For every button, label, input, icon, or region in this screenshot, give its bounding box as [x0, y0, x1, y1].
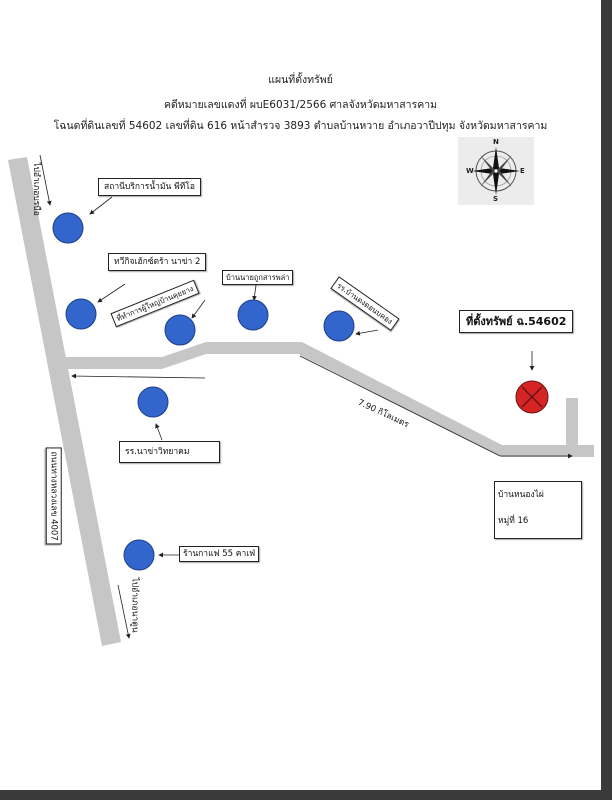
marker-school-naka	[137, 386, 169, 418]
compass-east: E	[520, 167, 525, 175]
callout-school-right	[355, 329, 379, 336]
property-cross-2	[521, 386, 543, 408]
label-village-house: บ้านนายถูกสารพล่า	[222, 270, 294, 285]
compass-west: W	[466, 167, 474, 175]
label-to-bottom: ไปอำเภอนาดูน	[129, 577, 140, 633]
marker-shop	[65, 298, 97, 330]
arrow-to-bottom	[117, 584, 131, 639]
arrow-to-highway	[71, 373, 206, 379]
marker-village-house	[237, 299, 269, 331]
callout-office	[191, 299, 206, 319]
distance-line	[299, 355, 501, 457]
marker-office	[164, 314, 196, 346]
label-cafe: ร้านกาแฟ 55 คาเฟ่	[179, 546, 260, 563]
case-number-line: คดีหมายเลขแดงที่ ผบE6031/2566 ศาลจังหวัด…	[163, 99, 438, 111]
label-highway: ถนนทางหลวงเลข 4007	[45, 447, 62, 545]
deed-info-line: โฉนดที่ดินเลขที่ 54602 เลขที่ดิน 616 หน้…	[53, 120, 548, 132]
marker-school-right	[323, 310, 355, 342]
highway-road	[8, 157, 121, 646]
callout-shop	[97, 283, 126, 303]
label-gas-station: สถานีบริการน้ำมัน พีทีโอ	[98, 178, 201, 197]
moo-number: หมู่ที่ 16	[498, 516, 529, 527]
callout-village-house	[252, 284, 257, 301]
map-drawing	[8, 154, 594, 646]
arrow-to-top	[39, 154, 52, 206]
compass-rose: N S W E	[458, 137, 534, 205]
compass-north: N	[493, 138, 499, 146]
compass-icon	[472, 147, 520, 195]
property-label: ที่ตั้งทรัพย์ ฉ.54602	[459, 310, 574, 334]
branch-road	[62, 342, 594, 457]
callout-school-naka	[155, 423, 163, 441]
map-page: แผนที่ตั้งทรัพย์ คดีหมายเลขแดงที่ ผบE603…	[0, 0, 601, 790]
callout-gas	[89, 196, 113, 215]
label-shop: ทวีกิจเฮ้กซ์ตร้า นาข่า 2	[108, 253, 207, 272]
village-box: บ้านหนองไผ่ หมู่ที่ 16	[494, 481, 582, 539]
compass-south: S	[493, 195, 499, 203]
map-title: แผนที่ตั้งทรัพย์	[268, 74, 333, 86]
marker-gas-station	[52, 212, 84, 244]
label-to-top: ไปอำเภอบรบือ	[30, 162, 41, 216]
label-school-naka: รร.นาข่าวิทยาคม	[119, 441, 220, 463]
village-name: บ้านหนองไผ่	[498, 490, 544, 500]
marker-cafe	[123, 539, 155, 571]
